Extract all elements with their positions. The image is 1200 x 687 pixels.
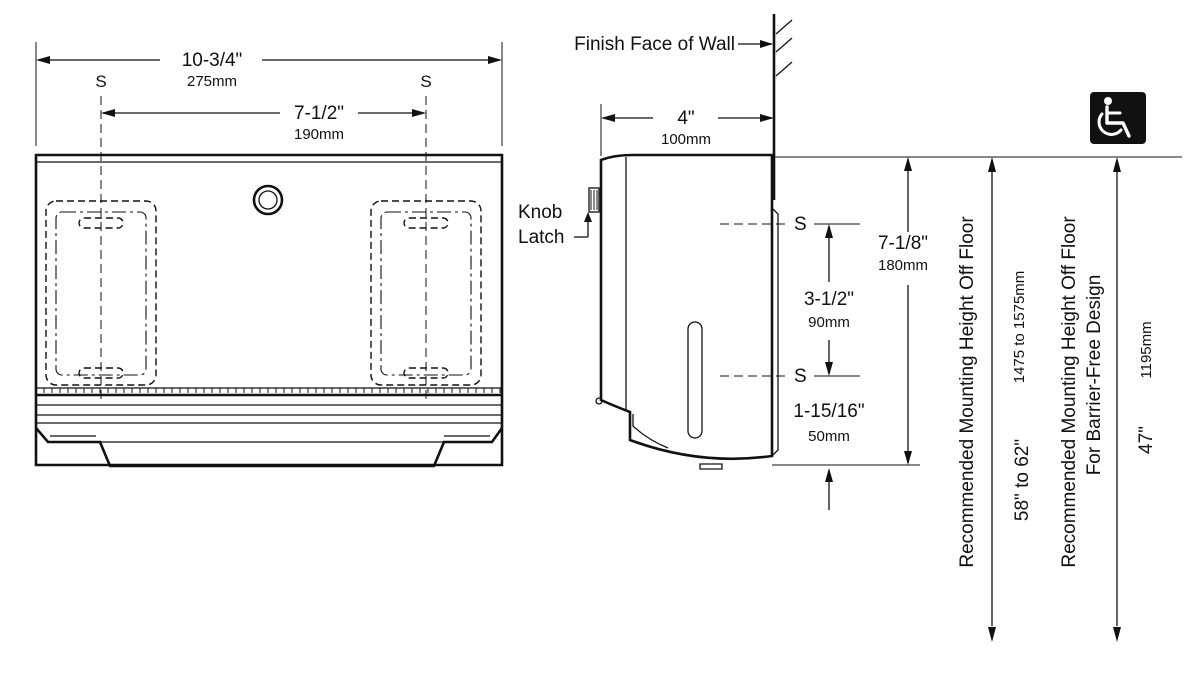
standard-height-mm: 1475 to 1575mm [1011,271,1028,384]
standard-height-arrow-bottom [988,627,996,642]
front-slot-left-bottom [78,367,124,379]
front-knob-outer [252,184,284,216]
side-slot-label-top: S [794,214,807,235]
accessible-height-arrow-bottom [1113,627,1121,642]
front-bracket-right-outer [370,200,482,386]
side-depth-mm: 100mm [661,131,711,148]
standard-height-inches: 58" to 62" [1012,439,1033,521]
side-bottom-offset-inches: 1-15/16" [793,401,864,422]
side-lower-contour [632,414,669,449]
standard-height-label: Recommended Mounting Height Off Floor [957,216,978,568]
front-slot-right-bottom [403,367,449,379]
front-width-arrow-left [36,56,50,64]
side-depth-arrow-right [760,114,774,122]
accessible-height-label-line-1: Recommended Mounting Height Off Floor [1059,216,1080,568]
standard-height-arrow-top [988,157,996,172]
accessible-height-label-line-2: For Barrier-Free Design [1084,275,1105,476]
front-slot-right-top [403,217,449,229]
side-view: Finish Face of Wall 4" 100mm Knob Latch [518,14,1182,510]
front-slot-arrow-left [101,109,115,117]
side-bottom-offset-arrow [825,468,833,482]
wall-hatch [775,19,793,77]
front-width-arrow-right [488,56,502,64]
accessible-height-inches: 47" [1136,426,1157,454]
side-height-arrow-bottom [904,451,912,465]
front-bracket-right-inner [380,211,472,376]
front-width-mm: 275mm [187,73,237,90]
front-view: 10-3/4" 275mm S S 7-1/2" 190mm [34,42,504,468]
front-slot-arrow-right [412,109,426,117]
wall-label: Finish Face of Wall [574,34,735,55]
side-hinge [595,397,603,405]
side-slot-arrow-bottom [825,362,833,376]
front-bracket-left-outer [45,200,157,386]
side-viewing-window [687,321,703,439]
wall-leader-arrow [760,40,773,48]
front-slot-label-left: S [95,72,106,91]
side-cabinet-outline [599,153,774,461]
side-slot-spacing-inches: 3-1/2" [804,289,854,310]
side-bottom-foot [699,463,723,470]
knob-latch-grip [590,190,598,210]
front-slot-spacing-inches: 7-1/2" [294,103,344,124]
side-depth-inches: 4" [677,108,694,129]
wheelchair-icon [1090,92,1146,144]
knob-label-line-2: Latch [518,227,564,248]
knob-latch [588,187,600,213]
front-cabinet-outline [34,153,504,467]
side-back-plate [771,207,779,457]
side-slot-spacing-mm: 90mm [808,314,850,331]
front-width-inches: 10-3/4" [182,50,243,71]
front-dispensing-lip [35,427,504,468]
side-height-arrow-top [904,157,912,171]
accessible-height-arrow-top [1113,157,1121,172]
side-slot-label-bottom: S [794,366,807,387]
side-height-inches: 7-1/8" [878,233,928,254]
side-slot-arrow-top [825,224,833,238]
front-slot-left-top [78,217,124,229]
front-slot-label-right: S [420,72,431,91]
front-slot-spacing-mm: 190mm [294,126,344,143]
accessible-height-mm: 1195mm [1138,321,1155,378]
side-depth-arrow-left [601,114,615,122]
front-bracket-left-inner [55,211,147,376]
front-knob-inner [258,190,278,210]
front-tear-bar-teeth [35,388,501,393]
knob-label-line-1: Knob [518,202,562,223]
side-height-mm: 180mm [878,257,928,274]
knob-leader-arrow [584,212,592,222]
mounting-heights: Recommended Mounting Height Off Floor 58… [957,92,1157,642]
side-bottom-offset-mm: 50mm [808,428,850,445]
